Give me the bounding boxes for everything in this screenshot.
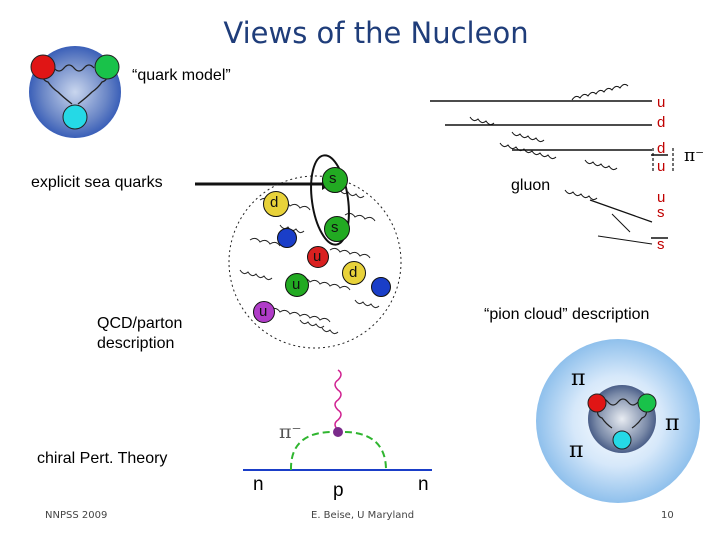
sea-quark-ball: u: [285, 273, 309, 297]
sea-quark-ball: d: [263, 191, 289, 217]
feynman-pi-minus: π⁻: [279, 421, 302, 443]
jet-quark-label: s: [657, 236, 665, 253]
pion-cloud-label: “pion cloud” description: [484, 306, 650, 323]
sea-quark-label: u: [259, 303, 268, 320]
pion-label-right: π: [665, 411, 680, 436]
sea-quark-label: s: [329, 170, 337, 187]
page-number: 10: [661, 510, 674, 521]
jet-quark-label: d: [657, 114, 666, 131]
sea-quark-ball: s: [324, 216, 350, 242]
qcd-parton-label: QCD/parton description: [97, 315, 183, 352]
sea-quark-label: d: [349, 264, 358, 281]
pion-cloud-nucleon: [536, 339, 700, 503]
feynman-diagram: [243, 369, 432, 471]
page-title: Views of the Nucleon: [223, 16, 529, 50]
jet-quark-label: d: [657, 140, 666, 157]
jet-quark-label: u: [657, 158, 666, 175]
sea-quark-label: u: [292, 276, 301, 293]
sea-quark-label: s: [331, 219, 339, 236]
gluon-label: gluon: [511, 177, 551, 194]
footer-left: NNPSS 2009: [45, 510, 108, 521]
jet-quark-label: s: [657, 204, 665, 221]
sea-quark-ball: s: [322, 167, 348, 193]
sea-quark-ball: u: [307, 246, 329, 268]
footer-center: E. Beise, U Maryland: [311, 510, 415, 521]
parton-nucleon: [228, 154, 402, 349]
jet-quark-label: u: [657, 189, 666, 206]
quark-model-label: “quark model”: [132, 67, 231, 84]
feynman-n-left: n: [253, 474, 264, 495]
chiral-pt-label: chiral Pert. Theory: [37, 450, 168, 467]
sea-quark-ball: [371, 277, 391, 297]
sea-quark-label: d: [270, 194, 279, 211]
sea-quark-ball: u: [253, 301, 275, 323]
jet-diagram: [195, 83, 674, 245]
sea-quark-ball: [277, 228, 297, 248]
sea-quark-ball: d: [342, 261, 366, 285]
explicit-sea-label: explicit sea quarks: [31, 174, 163, 191]
feynman-n-right: n: [418, 474, 429, 495]
quark-model-nucleon: [29, 46, 121, 138]
pion-label-top: π: [571, 366, 586, 391]
jet-quark-label: u: [657, 94, 666, 111]
pi-minus-label: π⁻: [684, 146, 705, 166]
pion-label-bottom: π: [569, 438, 584, 463]
feynman-p: p: [333, 480, 344, 501]
sea-quark-label: u: [313, 248, 322, 265]
